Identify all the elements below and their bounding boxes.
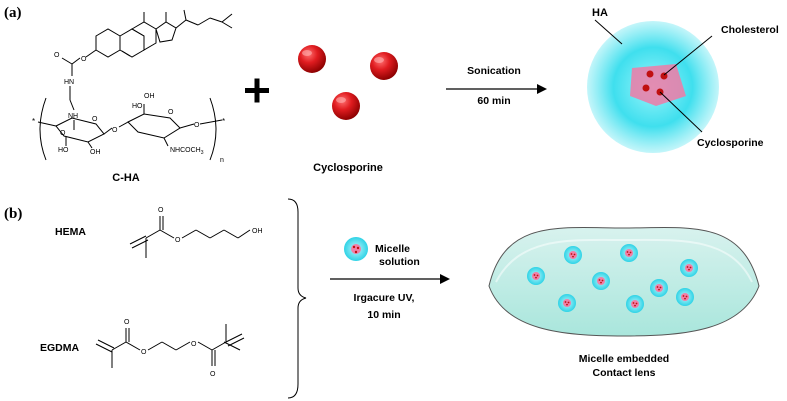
- star-left: *: [32, 117, 35, 126]
- egdma-label: EGDMA: [40, 342, 80, 354]
- star-right: *: [222, 117, 225, 126]
- embedded-micelle: [676, 288, 694, 306]
- terminal-o: O: [194, 122, 200, 129]
- drug-dot: [646, 70, 654, 78]
- repeat-n: n: [220, 157, 224, 164]
- glycosidic-o: O: [112, 127, 118, 134]
- egdma-ester-o2: O: [191, 341, 197, 348]
- cyclosporine-sphere: [332, 92, 360, 120]
- embedded-micelle: [564, 246, 582, 264]
- cholesterol-label: Cholesterol: [721, 24, 779, 36]
- product-line2: Contact lens: [592, 367, 655, 379]
- carbamate-carbonyl-o: O: [54, 52, 60, 59]
- cyclosporine-sphere: [298, 45, 326, 73]
- ring1-ho: HO: [58, 147, 69, 154]
- panel-b-label: (b): [4, 206, 22, 222]
- egdma-ester-o1: O: [141, 349, 147, 356]
- amide-o: O: [60, 130, 66, 137]
- hema-label: HEMA: [55, 226, 86, 238]
- lens-micelles: [527, 244, 698, 313]
- ring1-o: O: [92, 116, 98, 123]
- micelle-solution-line1: Micelle: [375, 243, 410, 255]
- cyclosporine-sphere: [370, 52, 398, 80]
- carbamate-nh: HN: [64, 79, 74, 86]
- sonication-time: 60 min: [477, 95, 510, 107]
- hema-structure: [129, 216, 251, 258]
- embedded-micelle: [626, 295, 644, 313]
- micelle-solution-line2: solution: [379, 256, 420, 268]
- sonication-label: Sonication: [467, 65, 521, 77]
- drug-dot: [642, 84, 650, 92]
- cyclosporine-label: Cyclosporine: [313, 162, 383, 174]
- uv-time: 10 min: [367, 309, 400, 321]
- egdma-structure: [95, 324, 245, 368]
- plus-icon: [245, 78, 269, 103]
- small-micelle-icon: [344, 237, 368, 261]
- monomer-bracket: [287, 198, 307, 399]
- carbamate-o: O: [81, 56, 87, 63]
- embedded-micelle: [650, 279, 668, 297]
- micelle-cyclosporine-label: Cyclosporine: [697, 137, 764, 149]
- embedded-micelle: [620, 244, 638, 262]
- c-ha-structure: O O HN NH O n * * O HO OH O O HO OH: [32, 9, 233, 164]
- cyclosporine-spheres: [298, 45, 398, 120]
- product-line1: Micelle embedded: [579, 353, 669, 365]
- ring2-nhac: NHCOCH3: [170, 147, 204, 156]
- irgacure-label: Irgacure UV,: [354, 292, 415, 304]
- embedded-micelle: [680, 259, 698, 277]
- ring2-o: O: [168, 109, 174, 116]
- amide-nh: NH: [68, 113, 78, 120]
- embedded-micelle: [527, 267, 545, 285]
- hema-carbonyl-o: O: [158, 207, 164, 214]
- ha-label: HA: [592, 7, 608, 19]
- c-ha-label: C-HA: [112, 172, 140, 184]
- hema-oh: OH: [252, 228, 263, 235]
- embedded-micelle: [558, 294, 576, 312]
- embedded-micelle: [592, 272, 610, 290]
- panel-a-label: (a): [4, 5, 22, 21]
- ha-micelle: [587, 19, 719, 153]
- egdma-carbonyl-o1: O: [124, 319, 130, 326]
- ring2-ho: HO: [132, 103, 143, 110]
- contact-lens: [488, 226, 760, 337]
- cholesterol-core: [630, 64, 686, 106]
- egdma-carbonyl-o2: O: [210, 371, 216, 378]
- ring1-oh: OH: [90, 149, 101, 156]
- hema-ester-o: O: [175, 237, 181, 244]
- drug-dot: [660, 72, 668, 80]
- ring2-oh: OH: [144, 93, 155, 100]
- cholesterol-rings: [85, 9, 233, 58]
